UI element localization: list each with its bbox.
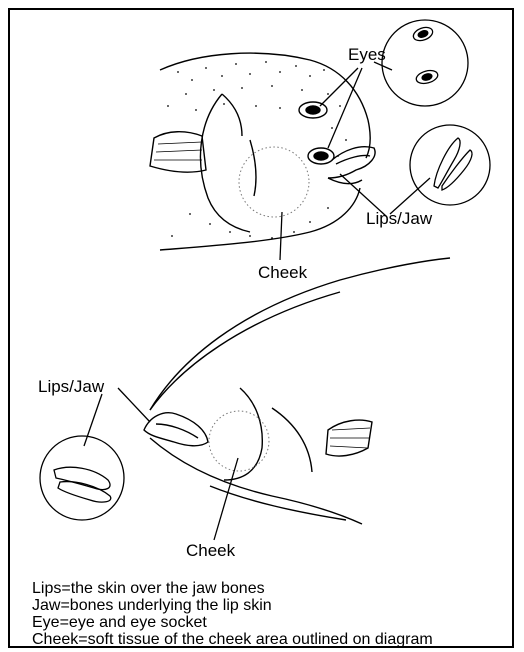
- top-fish-head: [150, 53, 375, 250]
- lips-jaw-top-label: Lips/Jaw: [366, 210, 432, 227]
- top-fish-belly-outline: [160, 188, 360, 250]
- top-eyes-detail-circle: [382, 20, 468, 106]
- legend-jaw: Jaw=bones underlying the lip skin: [32, 597, 433, 614]
- fish-illustration: [10, 10, 514, 648]
- legend-lips: Lips=the skin over the jaw bones: [32, 580, 433, 597]
- cheek-top-label: Cheek: [258, 264, 307, 281]
- top-fish-cheek-outline: [239, 147, 309, 217]
- cheek-top-leader: [280, 212, 282, 260]
- bottom-fish-underside: [150, 438, 362, 524]
- cheek-bottom-leader: [214, 458, 238, 540]
- bottom-fish-head: [144, 258, 450, 524]
- bottom-fish-body-outline: [272, 408, 312, 472]
- bottom-fish-cheek-outline: [209, 411, 269, 471]
- lips-bottom-leader-2: [84, 394, 102, 446]
- top-lips-detail-circle: [410, 125, 490, 205]
- bottom-fish-gill-cover: [224, 388, 262, 480]
- cheek-bottom-label: Cheek: [186, 542, 235, 559]
- top-fish-gill-cover: [200, 94, 250, 232]
- bottom-leader-lines: [84, 388, 238, 540]
- eyes-label: Eyes: [348, 46, 386, 63]
- bottom-lips-detail-circle: [40, 436, 124, 520]
- lips-bottom-leader-1: [118, 388, 150, 422]
- top-fish-eye-inner: [306, 106, 320, 114]
- definitions-legend: Lips=the skin over the jaw bones Jaw=bon…: [32, 580, 433, 648]
- legend-eye: Eye=eye and eye socket: [32, 614, 433, 631]
- diagram-frame: Eyes Lips/Jaw Cheek Lips/Jaw Cheek Lips=…: [8, 8, 514, 648]
- legend-cheek: Cheek=soft tissue of the cheek area outl…: [32, 631, 433, 648]
- lips-jaw-bottom-label: Lips/Jaw: [38, 378, 104, 395]
